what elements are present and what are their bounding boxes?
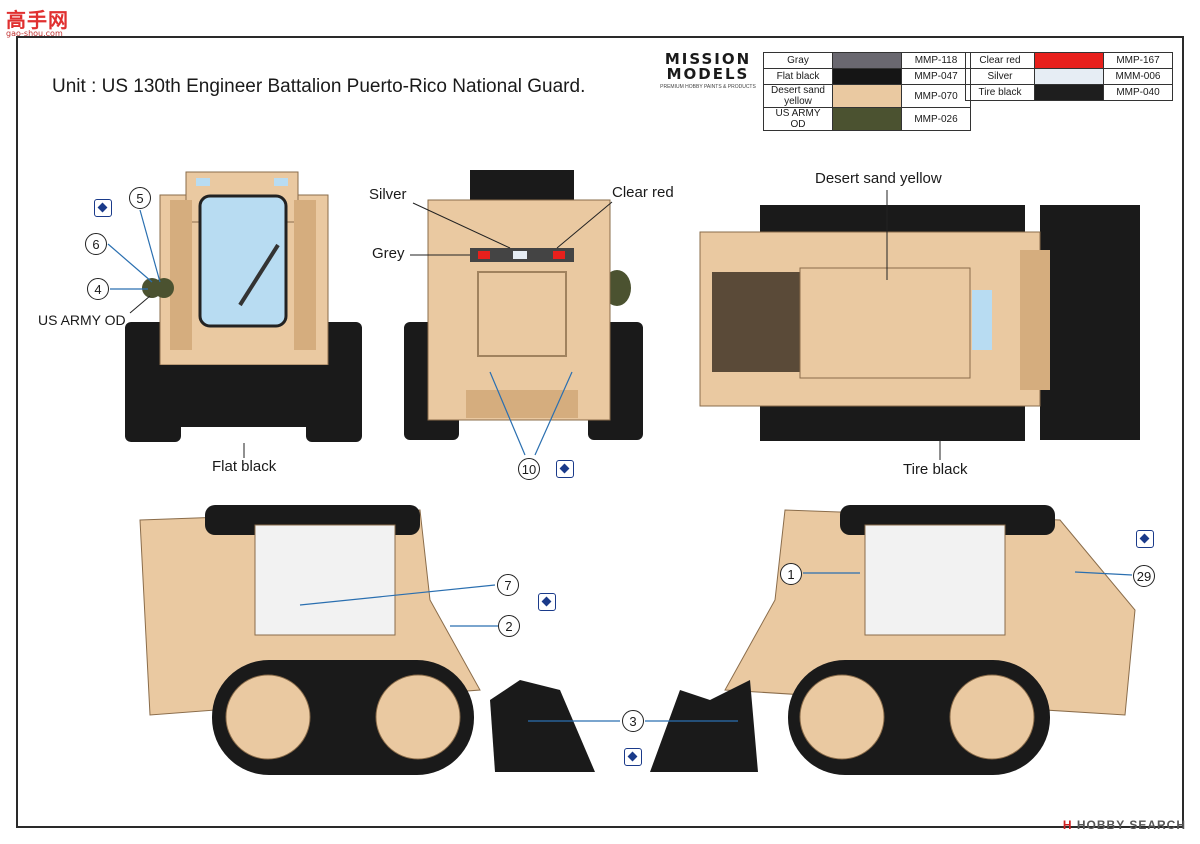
unit-title: Unit : US 130th Engineer Battalion Puert… bbox=[52, 76, 586, 97]
right-side-view bbox=[650, 505, 1136, 775]
paint-code: MMP-040 bbox=[1103, 84, 1173, 101]
callout-10: 10 bbox=[518, 458, 540, 480]
decal-icon bbox=[94, 199, 112, 217]
paint-code: MMP-026 bbox=[901, 107, 971, 131]
rear-view bbox=[404, 170, 643, 440]
paint-name: US ARMY OD bbox=[763, 107, 833, 131]
callout-29: 29 bbox=[1133, 565, 1155, 587]
paint-swatch bbox=[832, 107, 902, 131]
sheet-frame bbox=[16, 36, 1184, 828]
watermark-bottom: H HOBBY SEARCH bbox=[1062, 818, 1186, 832]
label-clear-red: Clear red bbox=[612, 184, 674, 201]
decal-icon bbox=[538, 593, 556, 611]
front-view bbox=[125, 171, 362, 442]
paint-code: MMP-070 bbox=[901, 84, 971, 108]
left-side-view bbox=[139, 505, 595, 775]
callout-1: 1 bbox=[780, 563, 802, 585]
label-grey: Grey bbox=[372, 245, 405, 262]
paint-swatch bbox=[1034, 68, 1104, 85]
label-tire-black: Tire black bbox=[903, 461, 968, 478]
callout-2: 2 bbox=[498, 615, 520, 637]
label-flat-black: Flat black bbox=[212, 458, 277, 475]
brand-logo: MISSION MODELS PREMIUM HOBBY PAINTS & PR… bbox=[660, 50, 756, 91]
callout-7: 7 bbox=[497, 574, 519, 596]
paint-swatch bbox=[1034, 84, 1104, 101]
label-us-army-od: US ARMY OD bbox=[38, 312, 126, 328]
decal-icon bbox=[1136, 530, 1154, 548]
callout-6: 6 bbox=[85, 233, 107, 255]
label-lines bbox=[129, 190, 941, 460]
leader-lines bbox=[107, 209, 1133, 722]
callout-5: 5 bbox=[129, 187, 151, 209]
decal-icon bbox=[624, 748, 642, 766]
paint-swatch bbox=[832, 68, 902, 85]
label-silver: Silver bbox=[369, 186, 407, 203]
paint-swatch bbox=[832, 52, 902, 69]
paint-swatch bbox=[832, 84, 902, 108]
label-desert-sand-yellow: Desert sand yellow bbox=[815, 170, 942, 187]
top-view bbox=[699, 205, 1140, 441]
callout-4: 4 bbox=[87, 278, 109, 300]
decal-icon bbox=[556, 460, 574, 478]
paint-swatch bbox=[1034, 52, 1104, 69]
callout-3: 3 bbox=[622, 710, 644, 732]
paint-row: US ARMY OD MMP-026 bbox=[763, 107, 971, 131]
